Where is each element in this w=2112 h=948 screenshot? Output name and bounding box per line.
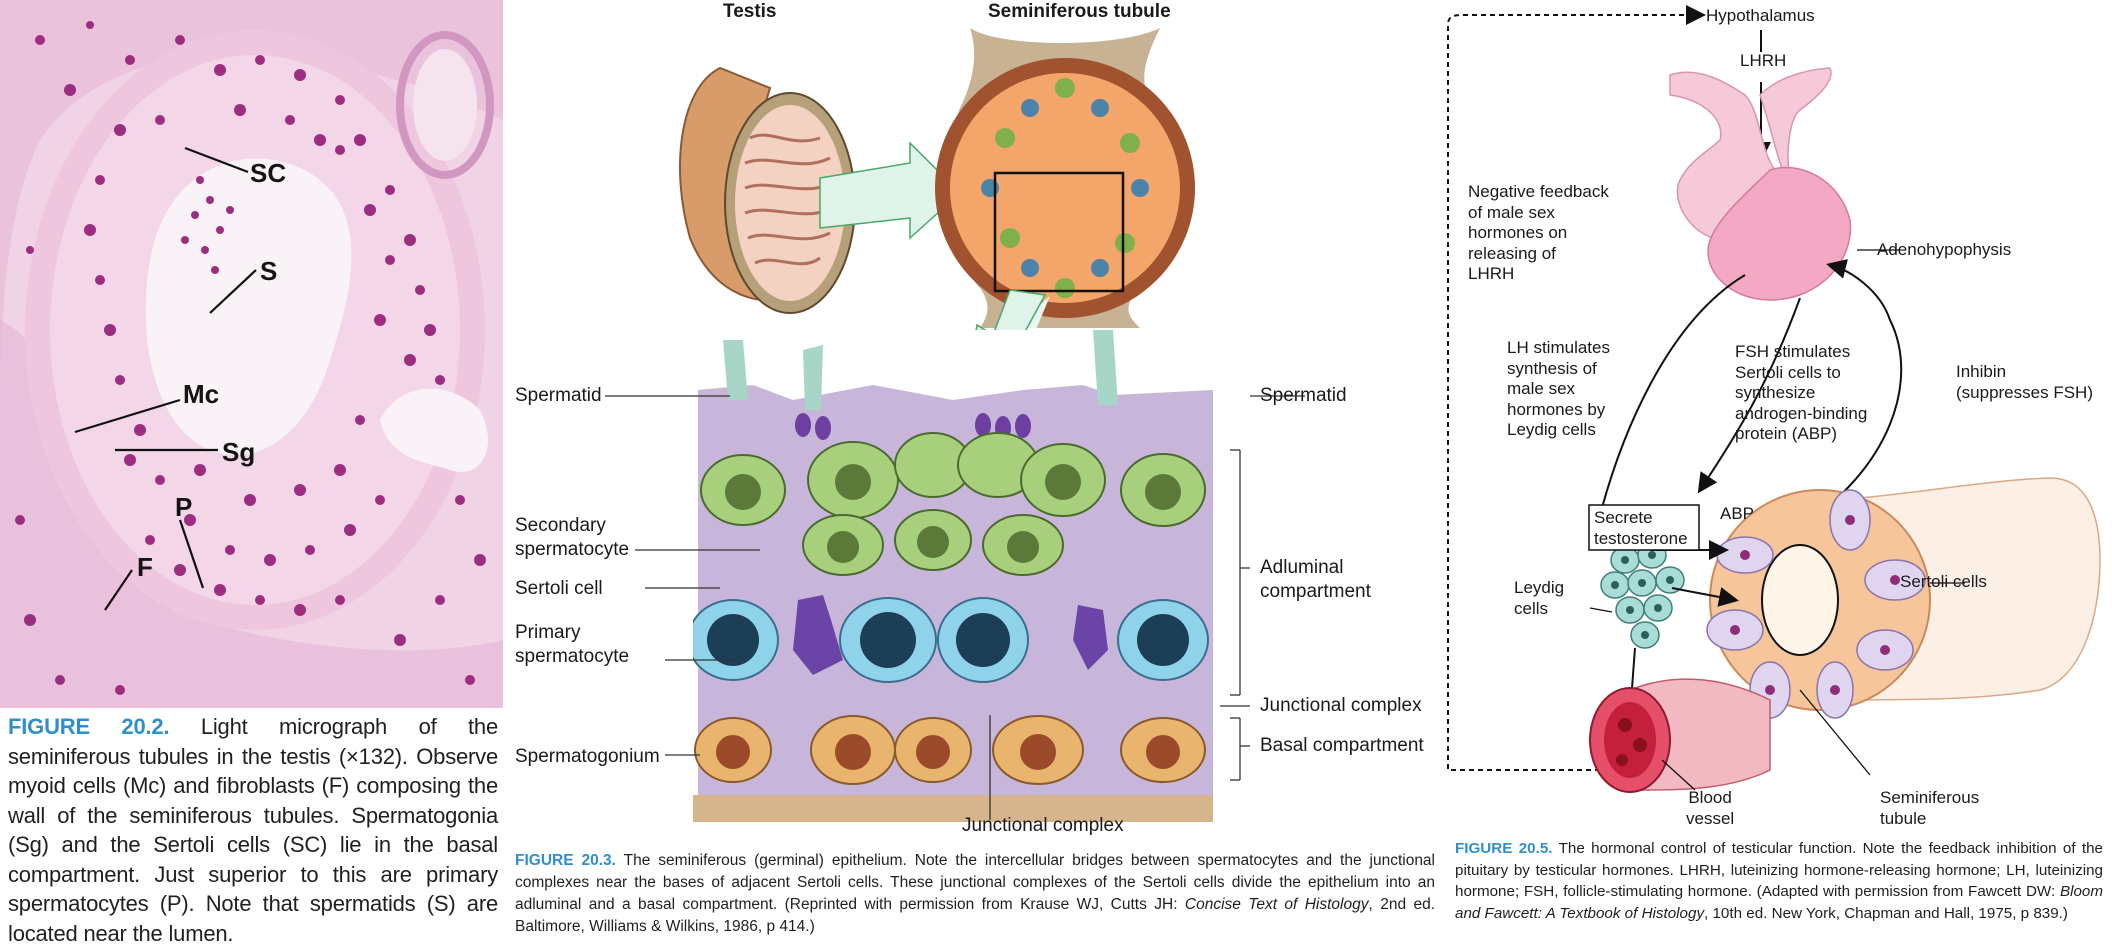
figure-20-2-caption: FIGURE 20.2. Light micrograph of the sem… [8,712,498,948]
label-lh-stimulates: LH stimulates synthesis of male sex horm… [1507,338,1610,439]
light-micrograph [0,0,503,708]
label-spermatid-right: Spermatid [1260,385,1347,406]
figure-number: FIGURE 20.3. [515,852,616,869]
figure-number: FIGURE 20.2. [8,714,170,739]
label-leydig-cells: Leydig cells [1514,578,1565,618]
caption-text: Light micrograph of the seminiferous tub… [8,714,498,946]
label-sertoli-cells: Sertoli cells [1900,572,1987,591]
testis-title: Testis [723,1,777,22]
label-seminiferous-tubule: Seminiferous tubule [1880,788,1980,828]
label-fsh-stimulates: FSH stimulates Sertoli cells to synthesi… [1735,342,1868,443]
caption-text: The hormonal control of testicular funct… [1455,840,2104,900]
label-sc: SC [250,158,287,188]
label-negative-feedback: Negative feedback of male sex hormones o… [1468,182,1609,283]
figure-number: FIGURE 20.5. [1455,840,1553,857]
label-spermatogonium: Spermatogonium [515,746,660,767]
caption-text-end: , 2nd ed. Baltimore, Williams & Wilkins,… [515,896,1436,935]
fig203-pointers [605,395,1305,820]
label-sg: Sg [222,437,256,467]
label-inhibin: Inhibin (suppresses FSH) [1956,362,2093,402]
label-junctional-complex-bottom: Junctional complex [962,815,1124,836]
label-secondary-spermatocyte: Secondary spermatocyte [515,515,630,560]
label-basal-compartment: Basal compartment [1260,735,1424,756]
label-blood-vessel: Blood vessel [1686,788,1735,828]
label-primary-spermatocyte: Primary spermatocyte [515,622,630,667]
label-p: P [175,492,193,522]
hormonal-control-diagram [1447,5,2101,793]
label-f: F [137,552,153,582]
germinal-epithelium [693,330,1213,822]
caption-text-end: , 10th ed. New York, Chapman and Hall, 1… [1704,904,2068,922]
label-adenohypophysis: Adenohypophysis [1877,240,2012,259]
label-sertoli-cell: Sertoli cell [515,578,603,599]
figure-20-5-caption: FIGURE 20.5. The hormonal control of tes… [1455,838,2103,924]
label-junctional-complex-right: Junctional complex [1260,695,1422,716]
figure-20-3-caption: FIGURE 20.3. The seminiferous (germinal)… [515,850,1435,938]
label-hypothalamus: Hypothalamus [1706,6,1815,25]
tubule-title: Seminiferous tubule [988,1,1171,22]
label-s: S [260,256,278,286]
label-abp: ABP [1720,504,1755,523]
label-lhrh: LHRH [1740,51,1787,70]
caption-book-title: Bloom and Fawcett: A Textbook of Histolo… [1455,883,2103,922]
label-adluminal-compartment: Adluminal compartment [1260,557,1371,602]
label-mc: Mc [183,379,220,409]
testis-tubule-diagram [679,28,1195,328]
caption-book-title: Concise Text of Histology [1184,896,1369,913]
label-spermatid-left: Spermatid [515,385,602,406]
caption-text: The seminiferous (germinal) epithelium. … [515,852,1435,913]
label-secrete-testosterone: Secrete testosterone [1594,508,1688,548]
